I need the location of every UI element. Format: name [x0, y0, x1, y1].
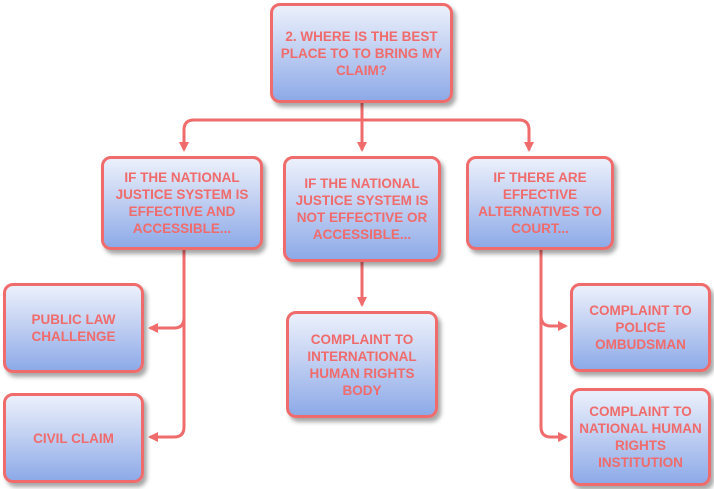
root-question-text: 2. WHERE IS THE BEST PLACE TO TO BRING M… — [280, 28, 443, 78]
outcome-public-law-text: PUBLIC LAW CHALLENGE — [31, 312, 116, 344]
outcome-civil-claim-box: CIVIL CLAIM — [3, 393, 144, 483]
root-question-box: 2. WHERE IS THE BEST PLACE TO TO BRING M… — [270, 3, 453, 103]
branch-effective-box: IF THE NATIONAL JUSTICE SYSTEM IS EFFECT… — [101, 156, 263, 250]
outcome-civil-claim-text: CIVIL CLAIM — [33, 430, 114, 446]
outcome-police-ombudsman-text: COMPLAINT TO POLICE OMBUDSMAN — [589, 303, 692, 352]
outcome-nhri-box: COMPLAINT TO NATIONAL HUMAN RIGHTS INSTI… — [570, 388, 711, 486]
connector-branch-1-to-public-law — [148, 250, 186, 333]
connector-root-to-branch-3 — [362, 118, 534, 152]
connector-root-to-branch-1 — [179, 103, 364, 152]
branch-alternatives-box: IF THERE ARE EFFECTIVE ALTERNATIVES TO C… — [466, 156, 614, 250]
outcome-nhri-text: COMPLAINT TO NATIONAL HUMAN RIGHTS INSTI… — [579, 404, 702, 470]
outcome-international-text: COMPLAINT TO INTERNATIONAL HUMAN RIGHTS … — [307, 331, 417, 398]
connector-branch-1-to-civil-claim — [148, 318, 186, 442]
connector-branch-3-to-police — [539, 250, 568, 331]
branch-not-effective-box: IF THE NATIONAL JUSTICE SYSTEM IS NOT EF… — [283, 156, 441, 262]
outcome-international-box: COMPLAINT TO INTERNATIONAL HUMAN RIGHTS … — [286, 311, 438, 418]
branch-not-effective-text: IF THE NATIONAL JUSTICE SYSTEM IS NOT EF… — [295, 176, 429, 242]
outcome-police-ombudsman-box: COMPLAINT TO POLICE OMBUDSMAN — [570, 283, 711, 372]
branch-effective-text: IF THE NATIONAL JUSTICE SYSTEM IS EFFECT… — [115, 170, 249, 236]
outcome-public-law-box: PUBLIC LAW CHALLENGE — [3, 283, 144, 373]
connector-branch-3-to-nhri — [539, 316, 568, 442]
branch-alternatives-text: IF THERE ARE EFFECTIVE ALTERNATIVES TO C… — [478, 170, 602, 236]
